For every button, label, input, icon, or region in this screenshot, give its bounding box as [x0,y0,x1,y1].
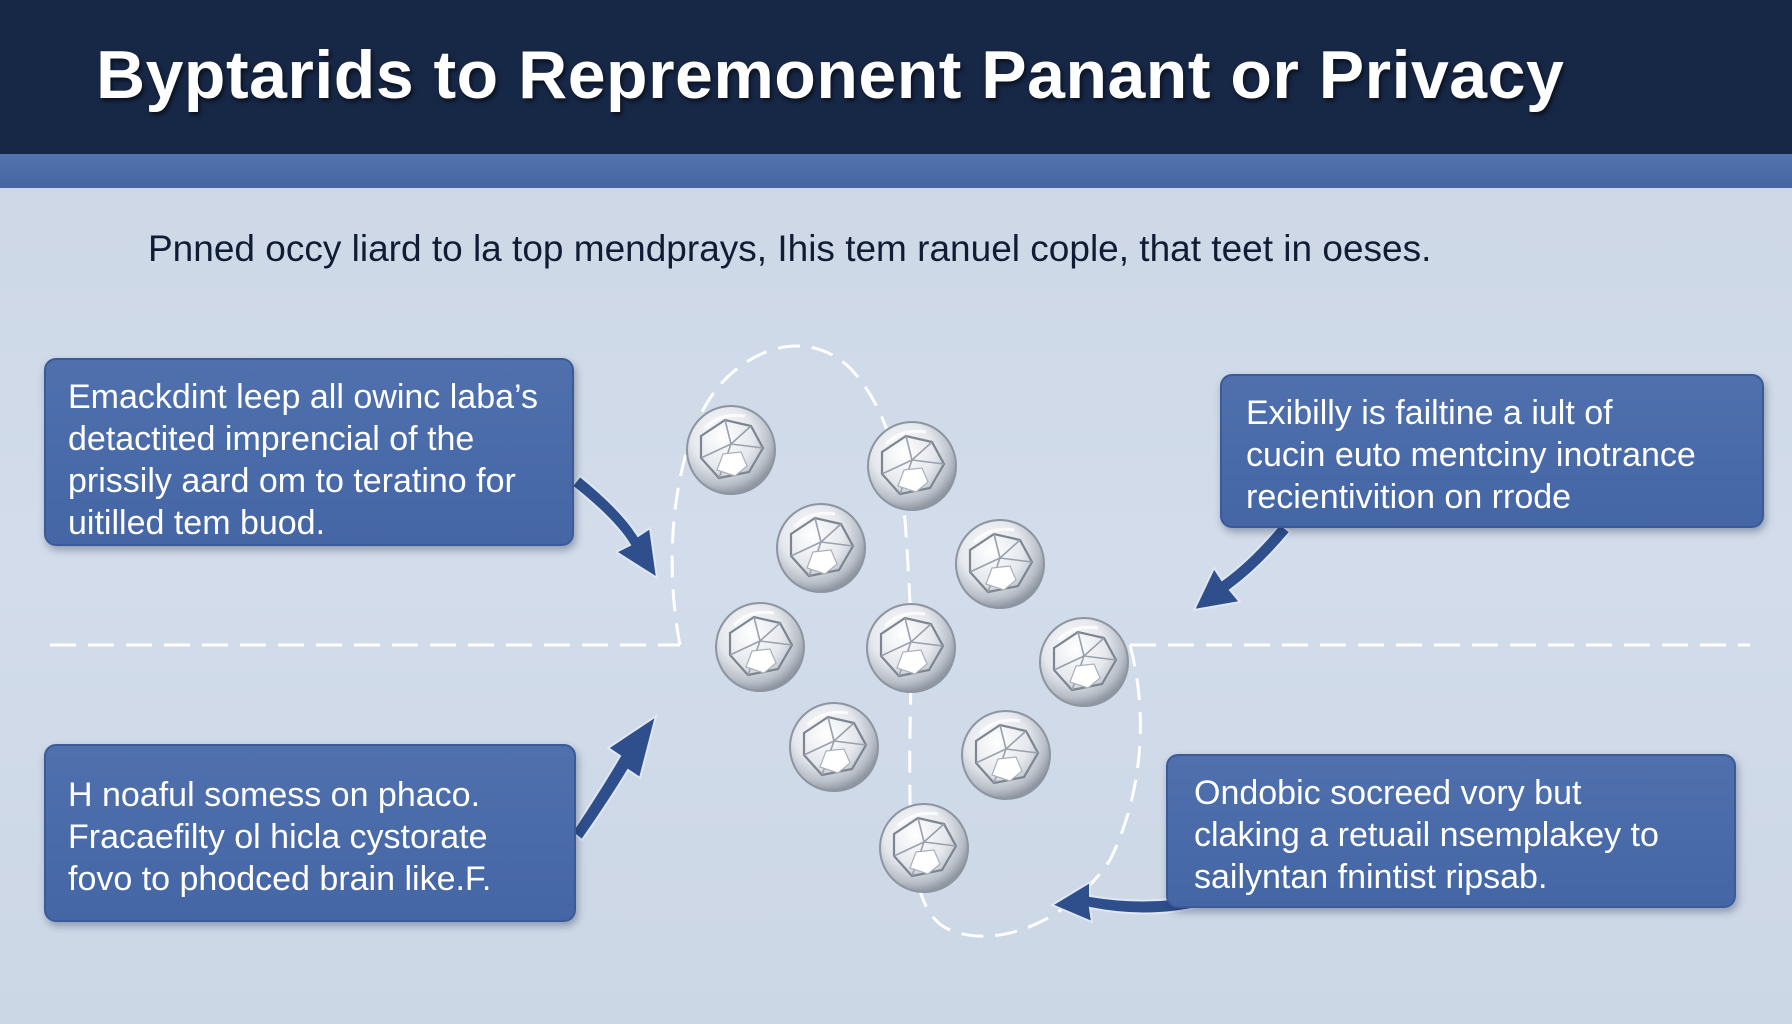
header-stripe [0,154,1792,188]
callout-line: Emackdint leep all owinc laba’s [68,378,538,416]
dashed-enclosure-loop [908,644,1142,938]
callout-line: cucin euto mentciny inotrance [1246,436,1696,474]
callout-bottom-left: H noaful somess on phaco. Fracaefilty ol… [44,744,576,922]
callout-line: recientivition on rrode [1246,478,1572,516]
crumpled-paper-ball-icon [960,709,1052,801]
callout-line: Fracaefilty ol hicla cystorate [68,818,488,856]
crumpled-paper-ball-icon [878,802,970,894]
crumpled-paper-ball-icon [866,420,958,512]
callout-line: sailyntan fnintist ripsab. [1194,858,1548,896]
callout-line: uitilled tem buod. [68,504,326,542]
curved-arrow-icon [1192,522,1292,612]
callout-line: claking a retuail nsemplakey to [1194,816,1659,854]
callout-top-left: Emackdint leep all owinc laba’s detactit… [44,358,574,546]
crumpled-paper-ball-icon [788,701,880,793]
curved-arrow-icon [570,474,659,581]
crumpled-paper-ball-icon [954,518,1046,610]
callout-line: Exibilly is failtine a iult of [1246,394,1613,432]
crumpled-paper-ball-icon [1038,616,1130,708]
crumpled-paper-ball-icon [775,502,867,594]
crumpled-paper-ball-icon [714,601,806,693]
callout-bottom-right: Ondobic socreed vory but claking a retua… [1166,754,1736,908]
dashed-enclosure-loop [670,344,914,646]
curved-arrow-icon [570,713,658,842]
callout-line: H noaful somess on phaco. [68,776,481,814]
header-bar [0,0,1792,154]
callout-line: fovo to phodced brain like.F. [68,860,492,898]
crumpled-paper-ball-icon [685,404,777,496]
callout-top-right: Exibilly is failtine a iult of cucin eut… [1220,374,1764,528]
callout-line: detactited imprencial of the [68,420,475,458]
page-title: Byptarids to Repremonent Panant or Priva… [96,37,1565,113]
callout-line: prissily aard om to teratino for [68,462,516,500]
callout-line: Ondobic socreed vory but [1194,774,1582,812]
page-subtitle: Pnned occy liard to la top mendprays, Ih… [148,228,1432,269]
crumpled-paper-ball-icon [865,602,957,694]
